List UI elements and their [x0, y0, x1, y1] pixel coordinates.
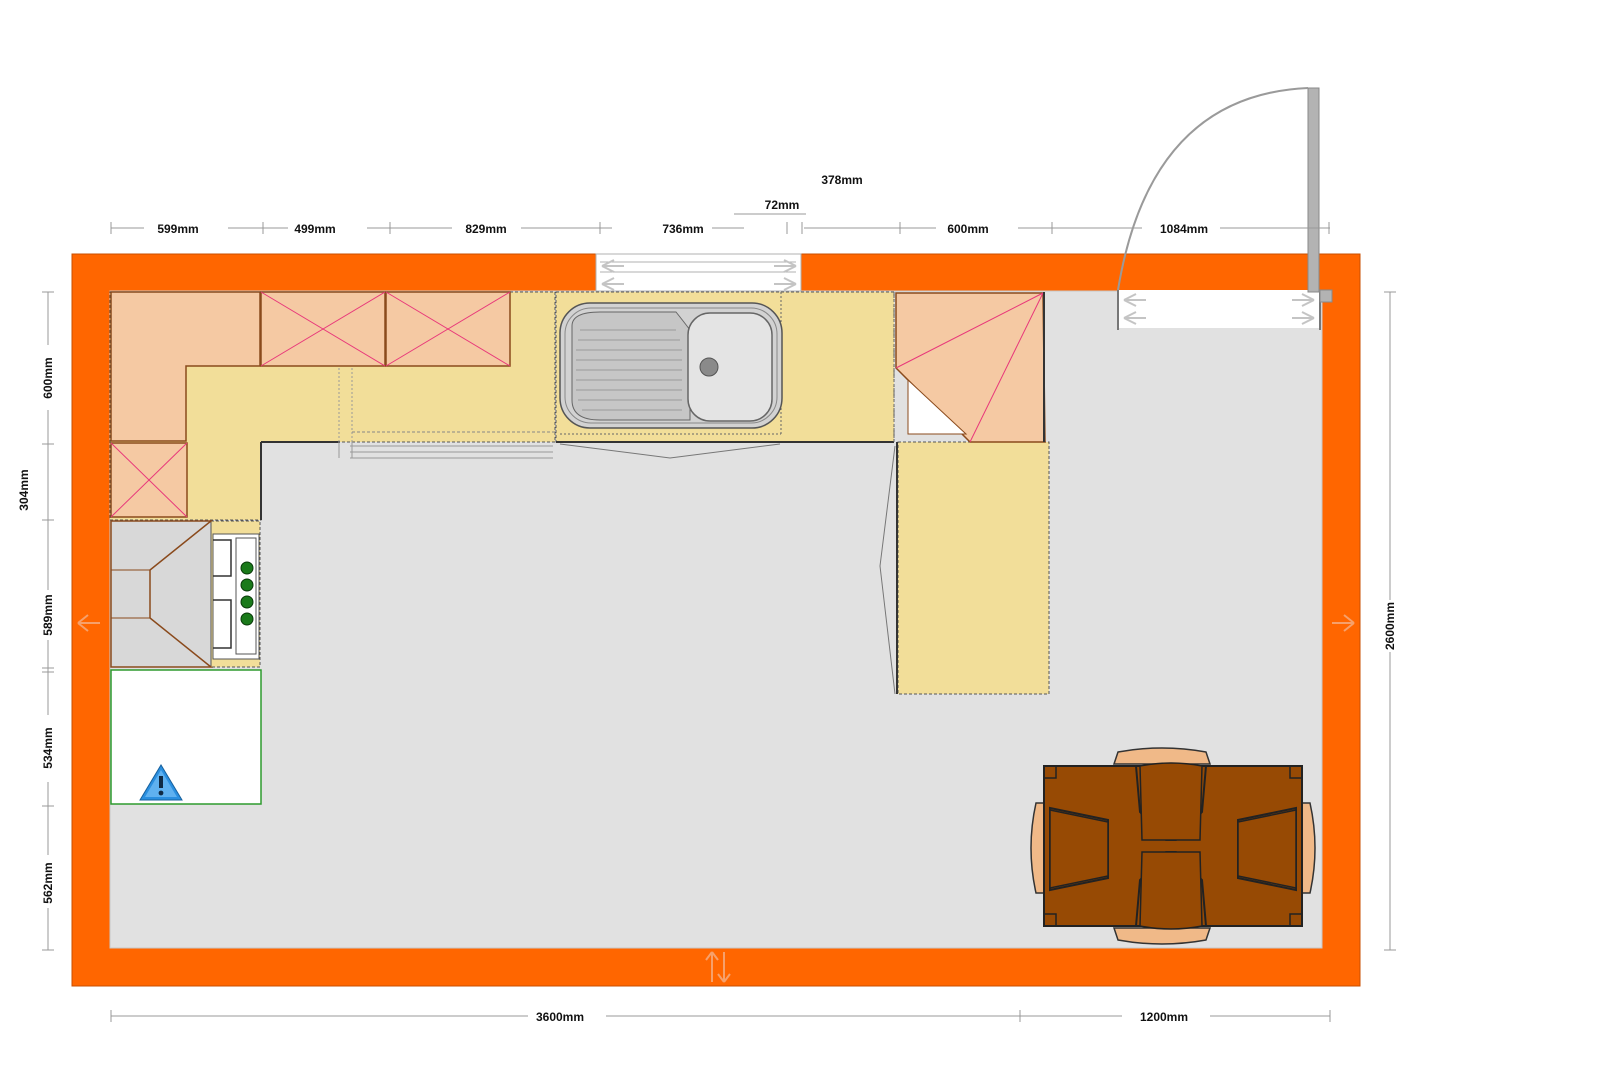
dim-top-4: 736mm — [662, 222, 703, 236]
warning-triangle-icon[interactable] — [139, 764, 183, 801]
opening-arrow-icon — [601, 259, 624, 273]
worktop-right[interactable] — [897, 441, 1050, 695]
chair-left[interactable] — [1030, 802, 1047, 894]
chair-right[interactable] — [1299, 802, 1316, 894]
opening-arrow-icon — [774, 277, 797, 291]
dim-right-1: 2600mm — [1383, 602, 1397, 650]
dim-left-1: 600mm — [41, 357, 55, 398]
dim-bottom-1: 3600mm — [536, 1010, 584, 1024]
wall-unit-2[interactable] — [385, 291, 511, 367]
dimensions-left — [42, 291, 54, 951]
dim-top-6: 1084mm — [1160, 222, 1208, 236]
door[interactable] — [1117, 87, 1333, 330]
opening-arrow-icon — [1292, 311, 1315, 325]
hob[interactable] — [212, 533, 260, 660]
opening-arrow-icon — [77, 614, 100, 632]
dim-top-2: 499mm — [294, 222, 335, 236]
opening-arrow-icon — [601, 277, 624, 291]
door-swing-arc — [1117, 87, 1309, 291]
opening-arrow-icon — [774, 259, 797, 273]
appliance-slot[interactable] — [110, 669, 262, 805]
opening-arrow-icon — [705, 951, 731, 983]
dim-top-5: 600mm — [947, 222, 988, 236]
opening-arrow-icon — [1332, 614, 1355, 632]
wall-unit-corner-right[interactable] — [895, 292, 1046, 443]
door-leaf[interactable] — [1307, 87, 1320, 293]
opening-arrow-icon — [1123, 293, 1146, 307]
opening-arrow-icon — [1123, 311, 1146, 325]
dim-left-2: 304mm — [17, 469, 31, 510]
wall-unit-corner[interactable] — [110, 291, 261, 442]
hob-knob-icon[interactable] — [240, 612, 254, 626]
opening-arrow-icon — [1292, 293, 1315, 307]
wall-unit-3[interactable] — [110, 442, 188, 518]
wall-unit-1[interactable] — [260, 291, 386, 367]
sink[interactable] — [559, 302, 783, 429]
dining-table[interactable] — [1030, 747, 1316, 945]
dimensions-top — [110, 213, 1330, 234]
dim-left-5: 562mm — [41, 862, 55, 903]
dim-left-4: 534mm — [41, 727, 55, 768]
hob-knob-icon[interactable] — [240, 561, 254, 575]
dim-left-3: 589mm — [41, 594, 55, 635]
chair-bottom[interactable] — [1112, 927, 1212, 945]
dim-bottom-2: 1200mm — [1140, 1010, 1188, 1024]
dim-top-1: 599mm — [157, 222, 198, 236]
dim-window-offset: 72mm — [765, 198, 800, 212]
chair-top[interactable] — [1112, 747, 1212, 765]
dim-top-3: 829mm — [465, 222, 506, 236]
dimensions-right — [1384, 291, 1396, 951]
dim-window-width: 378mm — [821, 173, 862, 187]
dimensions-bottom — [110, 1010, 1331, 1022]
window[interactable] — [595, 253, 802, 292]
hob-knob-icon[interactable] — [240, 595, 254, 609]
hob-knob-icon[interactable] — [240, 578, 254, 592]
